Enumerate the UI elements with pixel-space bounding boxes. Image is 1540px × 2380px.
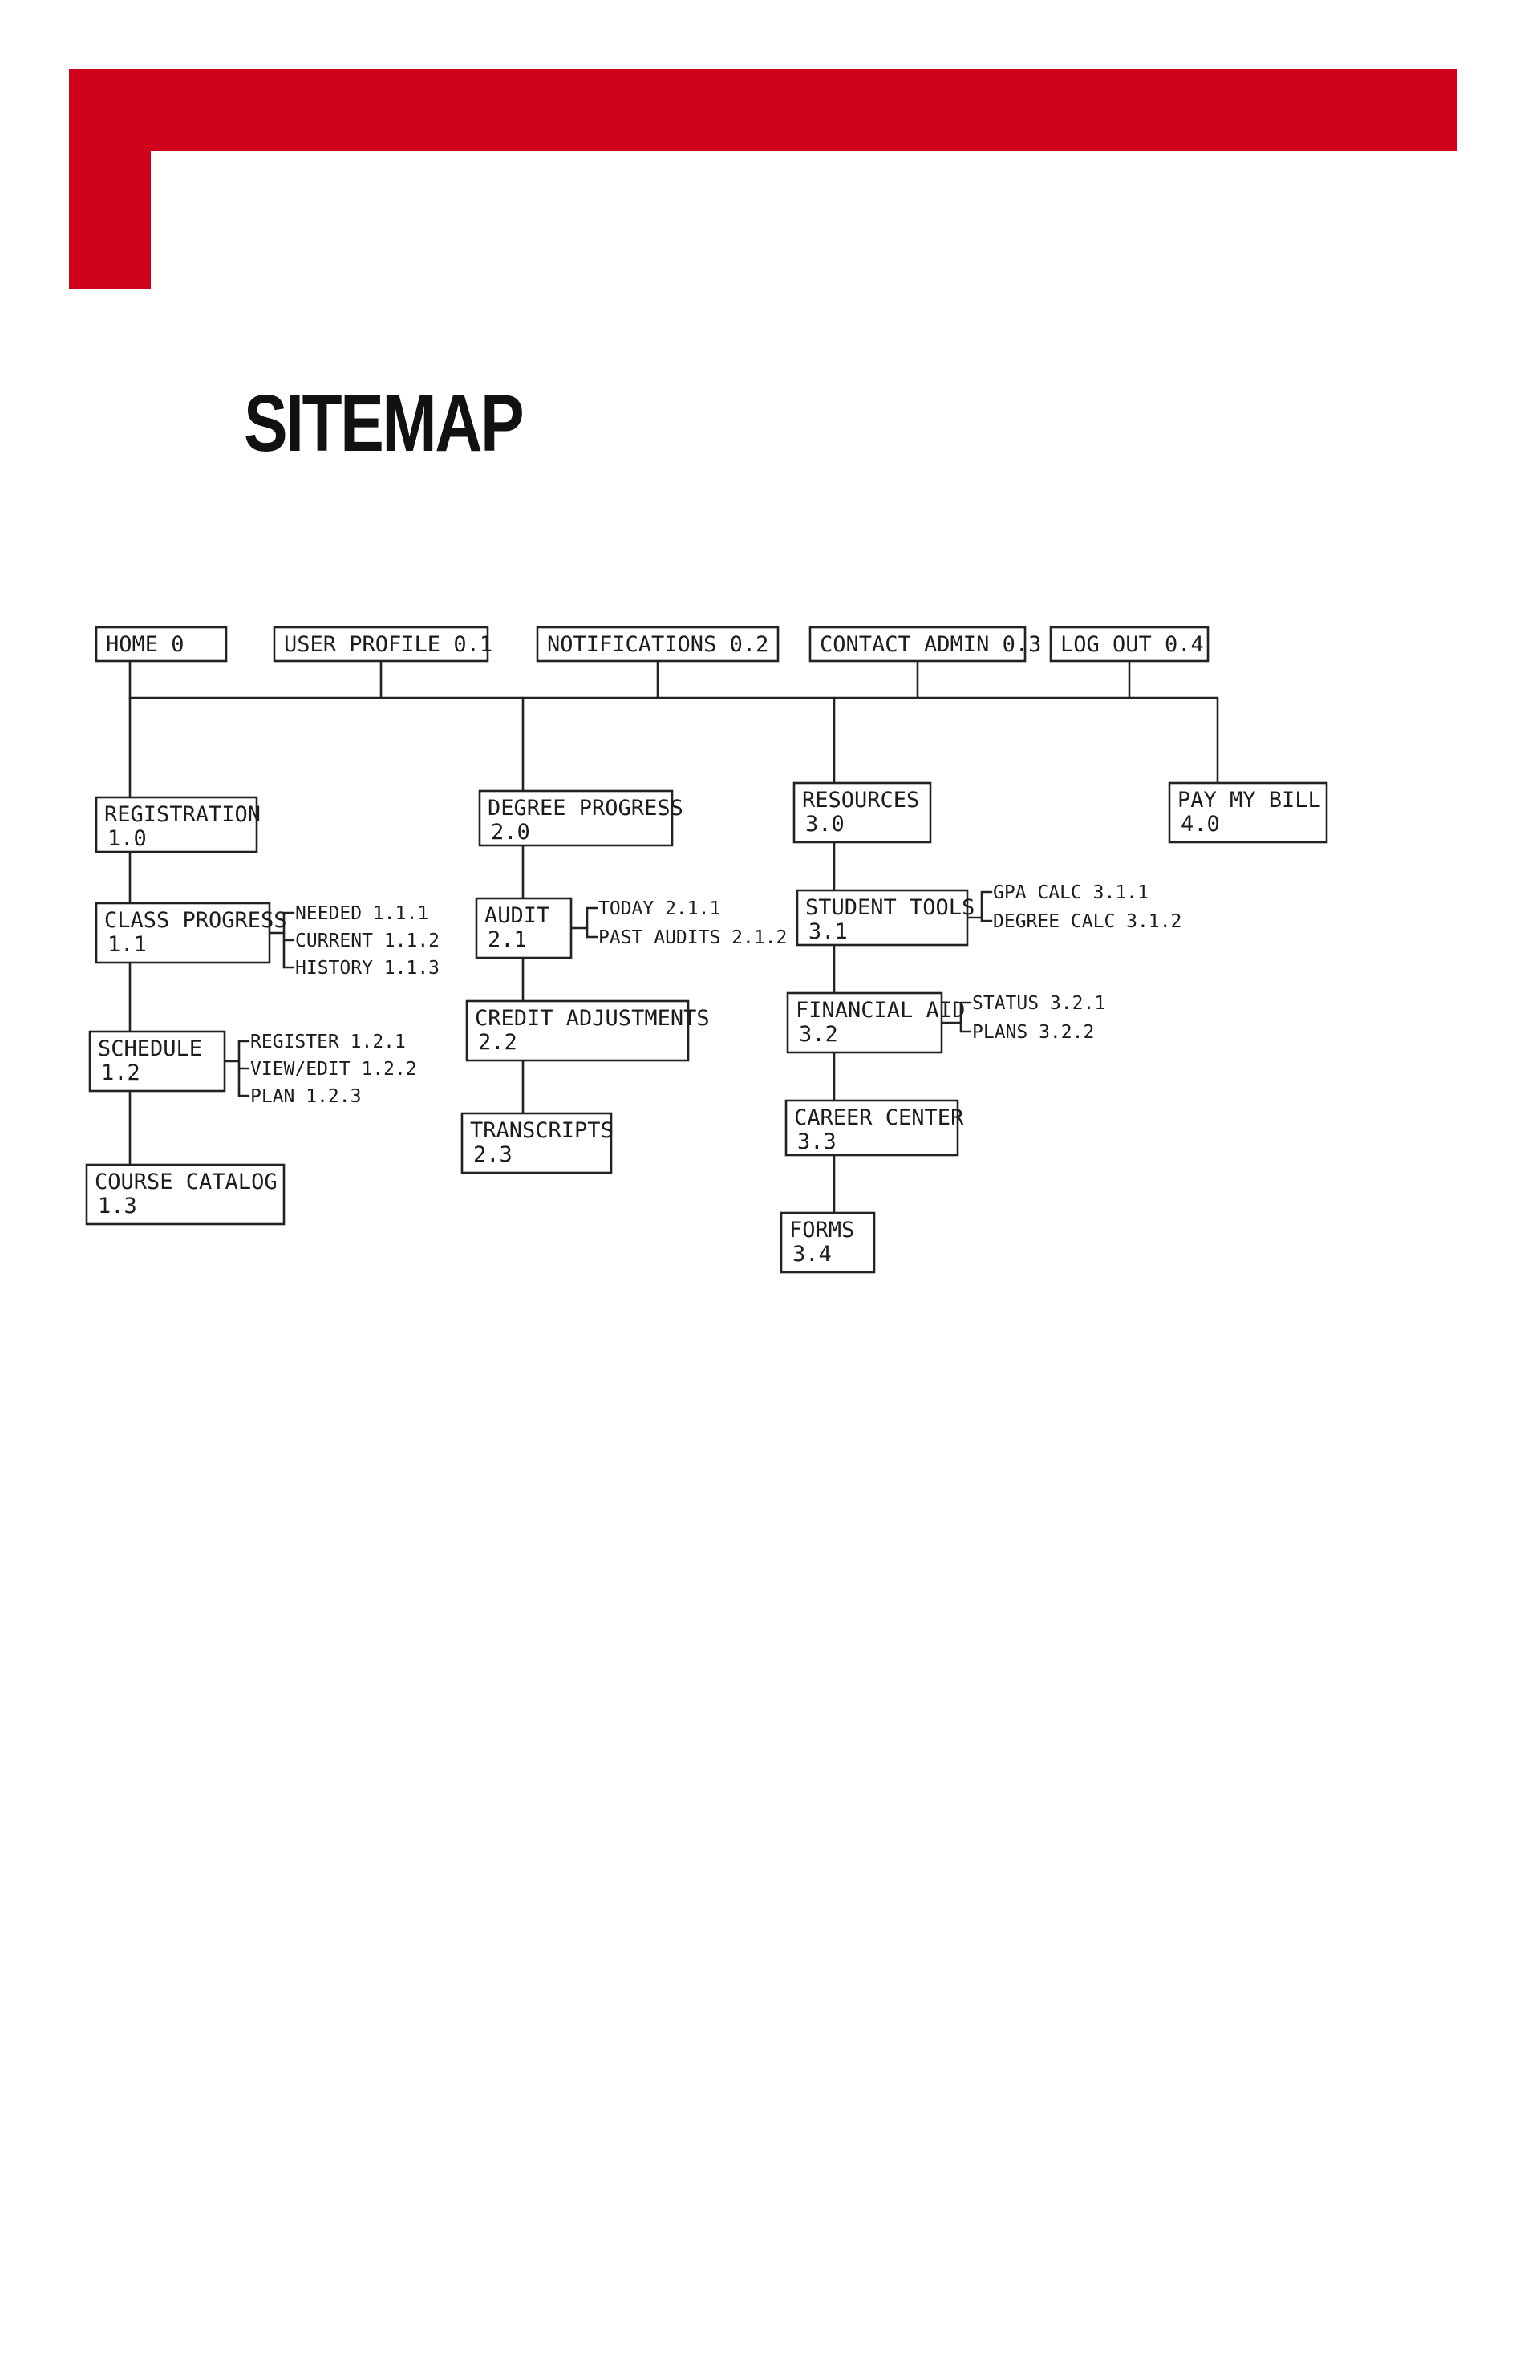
top-node-notifications: NOTIFICATIONS 0.2	[536, 626, 780, 663]
header-accent-bar	[69, 69, 1457, 151]
top-node-log-out-box	[1049, 626, 1210, 663]
page-number: 2.1	[488, 927, 527, 952]
section-label: DEGREE PROGRESS	[488, 796, 683, 821]
page-transcripts-box	[460, 1112, 613, 1174]
top-node-notifications-box	[536, 626, 780, 663]
page-credit-adjustments-box	[465, 999, 690, 1062]
page-number: 1.2	[101, 1060, 140, 1085]
top-node-contact-admin: CONTACT ADMIN 0.3	[808, 626, 1041, 663]
page-number: 1.3	[98, 1194, 137, 1218]
page-label: COURSE CATALOG	[95, 1170, 278, 1194]
page-label: CREDIT ADJUSTMENTS	[475, 1006, 710, 1031]
page-number: 3.3	[797, 1129, 837, 1154]
top-node-label: CONTACT ADMIN 0.3	[820, 632, 1041, 657]
page-forms-box	[780, 1211, 876, 1274]
page-number: 3.4	[792, 1242, 832, 1267]
leaf-label: GPA CALC 3.1.1	[993, 882, 1149, 903]
section-number: 2.0	[491, 820, 530, 845]
top-node-home-box	[95, 626, 228, 663]
leaf-label: CURRENT 1.1.2	[295, 931, 440, 951]
page-course-catalog-box	[85, 1163, 286, 1226]
leaf-label: VIEW/EDIT 1.2.2	[250, 1059, 417, 1080]
top-node-contact-admin-box	[808, 626, 1027, 663]
leaf-label: PAST AUDITS 2.1.2	[598, 927, 787, 948]
page-audit-box	[475, 897, 573, 959]
page-class-progress-box	[95, 902, 271, 964]
leaf-label: DEGREE CALC 3.1.2	[993, 911, 1181, 932]
section-pay-my-bill-box	[1168, 781, 1328, 844]
top-node-log-out: LOG OUT 0.4	[1049, 626, 1210, 663]
section-registration-box	[95, 796, 258, 853]
top-node-label: USER PROFILE 0.1	[284, 632, 492, 657]
page-number: 3.1	[808, 919, 848, 944]
page-financial-aid-box	[786, 991, 943, 1054]
page-label: CAREER CENTER	[794, 1105, 964, 1130]
leaf-label: REGISTER 1.2.1	[250, 1032, 406, 1052]
top-node-home: HOME 0	[95, 626, 228, 663]
page-title: SITEMAP	[244, 379, 525, 468]
page-number: 2.2	[478, 1030, 517, 1055]
leaf-label: STATUS 3.2.1	[972, 993, 1105, 1014]
leaf-label: PLANS 3.2.2	[972, 1022, 1094, 1043]
section-degree-progress-box	[478, 789, 674, 847]
connector-lines	[128, 659, 1219, 1214]
page-label: FINANCIAL AID	[796, 998, 965, 1023]
leaf-label: NEEDED 1.1.1	[295, 903, 428, 924]
page-label: FORMS	[789, 1218, 854, 1243]
page-label: CLASS PROGRESS	[104, 908, 287, 933]
page-number: 2.3	[473, 1142, 513, 1167]
top-node-user-profile: USER PROFILE 0.1	[273, 626, 492, 663]
header-accent-corner	[69, 69, 151, 289]
section-label: REGISTRATION	[104, 802, 261, 827]
section-label: PAY MY BILL	[1177, 788, 1321, 813]
page-label: STUDENT TOOLS	[805, 895, 975, 920]
page-student-tools-box	[796, 889, 969, 947]
section-label: RESOURCES	[802, 788, 919, 813]
page-number: 3.2	[799, 1022, 838, 1047]
top-node-label: LOG OUT 0.4	[1060, 632, 1204, 657]
section-number: 1.0	[107, 826, 147, 851]
page-label: AUDIT	[484, 903, 549, 928]
page-career-center-box	[784, 1099, 959, 1157]
page-label: SCHEDULE	[98, 1036, 202, 1061]
top-node-user-profile-box	[273, 626, 489, 663]
leaf-label: TODAY 2.1.1	[598, 898, 720, 919]
leaf-label: HISTORY 1.1.3	[295, 958, 440, 979]
top-node-label: NOTIFICATIONS 0.2	[547, 632, 768, 657]
page-number: 1.1	[107, 932, 147, 957]
page-label: TRANSCRIPTS	[470, 1118, 614, 1143]
section-number: 3.0	[805, 812, 845, 837]
section-resources-box	[792, 781, 932, 844]
section-number: 4.0	[1181, 812, 1220, 837]
leaf-label: PLAN 1.2.3	[250, 1086, 361, 1107]
top-node-label: HOME 0	[106, 632, 184, 657]
page-schedule-box	[88, 1030, 226, 1093]
